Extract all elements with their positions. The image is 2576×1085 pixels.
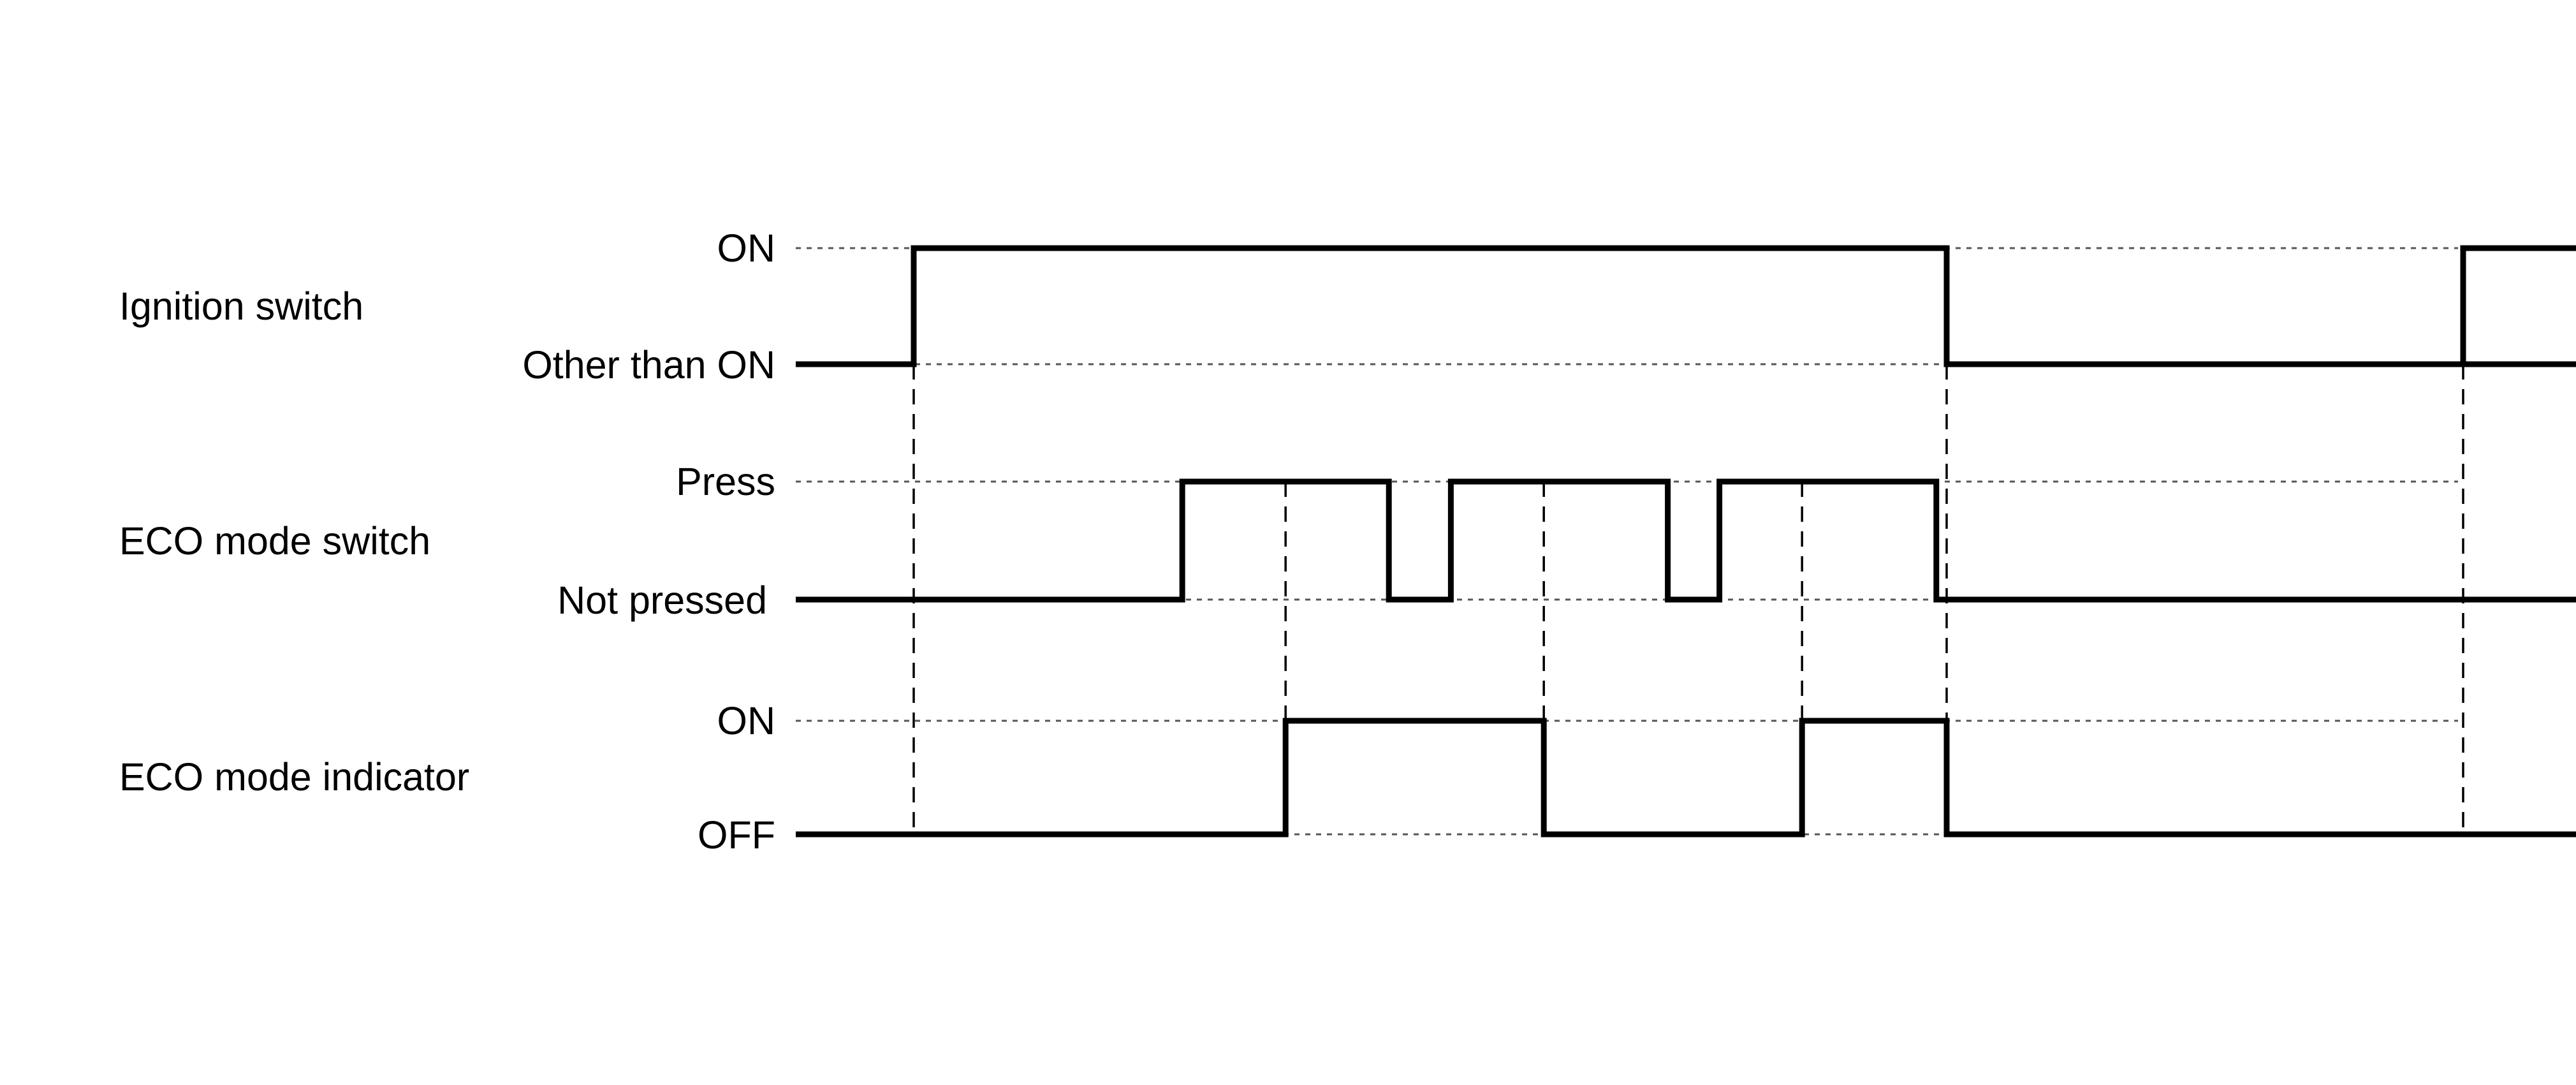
eco-switch-not-pressed-label: Not pressed bbox=[557, 579, 767, 622]
eco-indicator-off-label: OFF bbox=[698, 813, 775, 857]
ignition-on-label: ON bbox=[717, 226, 776, 270]
eco-mode-switch-label: ECO mode switch bbox=[119, 519, 430, 563]
ignition-other-than-on-label: Other than ON bbox=[522, 343, 775, 387]
eco-mode-indicator-label: ECO mode indicator bbox=[119, 755, 469, 799]
ignition-switch-label: Ignition switch bbox=[119, 284, 363, 328]
timing-markers bbox=[912, 364, 2464, 834]
ignition-switch-waveform bbox=[796, 245, 2576, 367]
eco-mode-indicator-waveform bbox=[796, 718, 2576, 838]
eco-indicator-on-label: ON bbox=[717, 699, 776, 742]
eco-mode-switch-row: ECO mode switch Press Not pressed bbox=[119, 460, 2576, 622]
ignition-switch-row: Ignition switch ON Other than ON bbox=[119, 226, 2576, 387]
eco-mode-indicator-row: ECO mode indicator ON OFF bbox=[119, 699, 2576, 857]
eco-switch-press-label: Press bbox=[676, 460, 775, 503]
eco-mode-switch-waveform bbox=[796, 478, 2576, 603]
